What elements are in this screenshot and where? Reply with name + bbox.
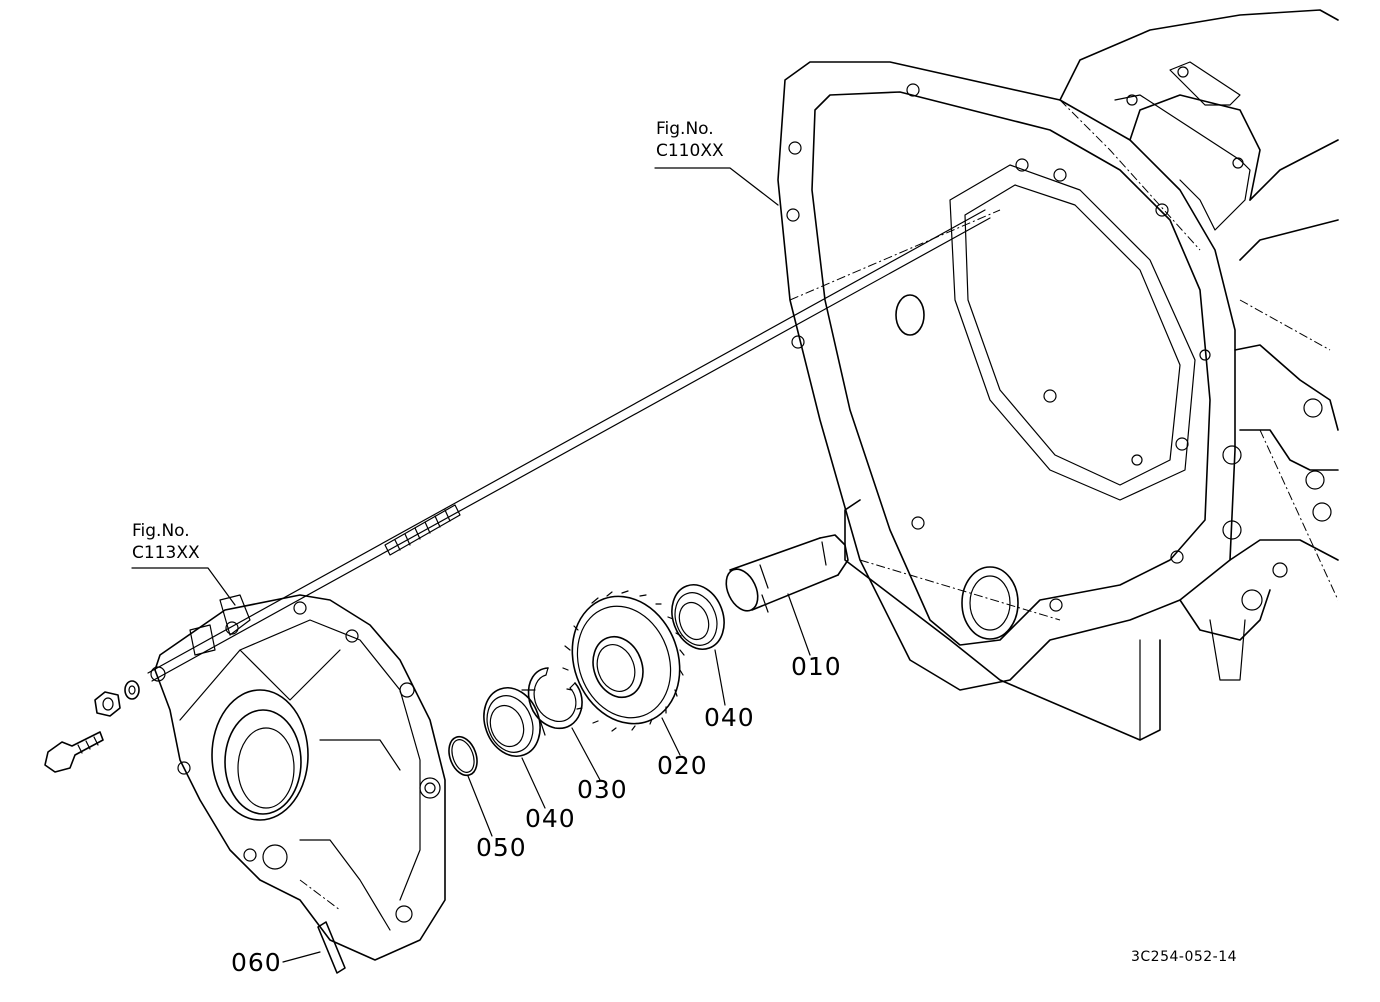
reference-label-c113xx: Fig.No. C113XX — [132, 520, 200, 564]
part-number-060: 060 — [231, 948, 282, 977]
gear-shaft — [725, 534, 849, 613]
cover-housing — [150, 594, 446, 974]
snap-ring — [527, 667, 583, 729]
bolt-and-nut — [44, 680, 140, 773]
reference-label-line1: Fig.No. — [656, 119, 714, 139]
spur-gear — [562, 590, 685, 732]
reference-label-line2: C110XX — [656, 141, 724, 161]
transmission-case — [777, 9, 1339, 741]
part-number-040-left: 040 — [525, 804, 576, 833]
part-number-050: 050 — [476, 833, 527, 862]
leader-lines — [131, 167, 811, 963]
reference-label-c110xx: Fig.No. C110XX — [656, 118, 724, 162]
o-ring — [448, 735, 478, 777]
reference-label-line1: Fig.No. — [132, 521, 190, 541]
drawing-code: 3C254-052-14 — [1131, 949, 1238, 965]
stud-rod — [147, 209, 991, 682]
ball-bearing-left — [483, 687, 546, 757]
part-number-010: 010 — [791, 652, 842, 681]
ball-bearing-right — [671, 584, 725, 650]
part-number-020: 020 — [657, 751, 708, 780]
part-number-030: 030 — [577, 775, 628, 804]
part-number-040-right: 040 — [704, 703, 755, 732]
dowel-pin — [317, 921, 346, 974]
reference-label-line2: C113XX — [132, 543, 200, 563]
